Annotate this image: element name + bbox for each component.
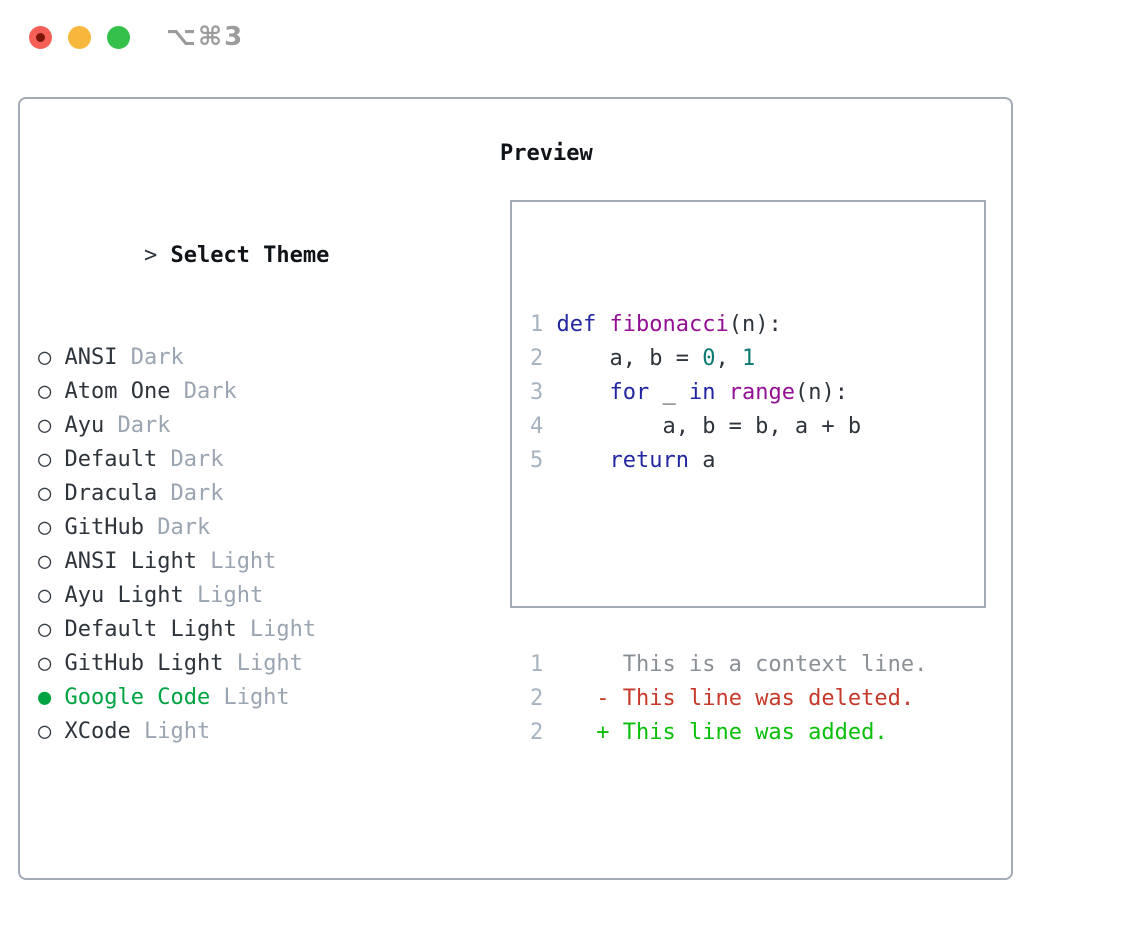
theme-name: Ayu Light	[64, 583, 184, 608]
radio-unselected-icon: ○	[38, 617, 65, 642]
code-line: 3 for _ in range(n):	[530, 380, 848, 405]
radio-selected-icon: ●	[38, 685, 65, 710]
theme-variant: Light	[183, 583, 264, 608]
theme-option-ansi-light-light[interactable]: ○ ANSI Light Light	[38, 545, 409, 579]
theme-option-dracula-dark[interactable]: ○ Dracula Dark	[38, 477, 409, 511]
minimize-button[interactable]	[68, 26, 91, 49]
code-line: 5 return a	[530, 448, 716, 473]
zoom-button[interactable]	[107, 26, 130, 49]
theme-variant: Light	[236, 617, 317, 642]
theme-name: XCode	[64, 719, 131, 744]
line-number: 1	[530, 652, 557, 677]
code-line: 4 a, b = b, a + b	[530, 414, 862, 439]
preview-heading: Preview	[500, 141, 593, 166]
code-preview: 1 def fibonacci(n): 2 a, b = 0, 1 3 for _ …	[530, 308, 984, 478]
close-button[interactable]	[29, 26, 52, 49]
theme-name: Default Light	[64, 617, 237, 642]
diff-preview: 1 This is a context line. 2 - This line w…	[530, 648, 984, 750]
radio-unselected-icon: ○	[38, 651, 65, 676]
line-number: 1	[530, 312, 557, 337]
theme-option-google-code-light[interactable]: ● Google Code Light	[38, 681, 409, 715]
theme-option-default-dark[interactable]: ○ Default Dark	[38, 443, 409, 477]
select-theme-heading: > Select Theme	[38, 205, 409, 268]
theme-option-ayu-light-light[interactable]: ○ Ayu Light Light	[38, 579, 409, 613]
theme-variant: Dark	[117, 345, 184, 370]
radio-unselected-icon: ○	[38, 583, 65, 608]
spacer	[38, 851, 409, 885]
diff-line: 2 - This line was deleted.	[530, 686, 915, 711]
radio-unselected-icon: ○	[38, 379, 65, 404]
theme-picker-panel: >Select Theme ○ ANSI Dark○ Atom One Dark…	[18, 97, 1013, 880]
theme-name: Dracula	[64, 481, 158, 506]
theme-variant: Light	[210, 685, 290, 710]
theme-variant: Light	[130, 719, 211, 744]
theme-name: ANSI Light	[64, 549, 197, 574]
theme-option-default-light-light[interactable]: ○ Default Light Light	[38, 613, 409, 647]
radio-unselected-icon: ○	[38, 345, 65, 370]
theme-list: ○ ANSI Dark○ Atom One Dark○ Ayu Dark○ De…	[38, 341, 409, 749]
line-number: 5	[530, 448, 557, 473]
window-controls	[29, 26, 130, 49]
theme-name: ANSI	[64, 345, 118, 370]
theme-option-xcode-light[interactable]: ○ XCode Light	[38, 715, 409, 749]
spacer	[530, 546, 984, 580]
sidebar: >Select Theme ○ ANSI Dark○ Atom One Dark…	[38, 137, 409, 934]
line-number: 2	[530, 686, 557, 711]
theme-option-atom-one-dark[interactable]: ○ Atom One Dark	[38, 375, 409, 409]
theme-option-ansi-dark[interactable]: ○ ANSI Dark	[38, 341, 409, 375]
theme-option-github-dark[interactable]: ○ GitHub Dark	[38, 511, 409, 545]
theme-name: GitHub Light	[64, 651, 224, 676]
theme-variant: Dark	[104, 413, 171, 438]
diff-line: 1 This is a context line.	[530, 652, 928, 677]
radio-unselected-icon: ○	[38, 719, 65, 744]
line-number: 2	[530, 346, 557, 371]
close-dot-icon	[36, 33, 45, 42]
line-number: 4	[530, 414, 557, 439]
select-theme-label: Select Theme	[170, 243, 330, 268]
theme-variant: Light	[223, 651, 303, 676]
radio-unselected-icon: ○	[38, 413, 65, 438]
theme-name: Google Code	[64, 685, 211, 710]
theme-name: Default	[64, 447, 158, 472]
line-number: 3	[530, 380, 557, 405]
theme-name: Ayu	[64, 413, 105, 438]
selection-cursor-icon: >	[143, 243, 158, 268]
theme-variant: Dark	[157, 481, 224, 506]
theme-variant: Dark	[143, 515, 211, 540]
preview-pane: 1 def fibonacci(n): 2 a, b = 0, 1 3 for _ …	[510, 200, 986, 745]
theme-variant: Dark	[170, 379, 237, 404]
code-line: 2 a, b = 0, 1	[530, 346, 756, 371]
theme-option-github-light-light[interactable]: ○ GitHub Light Light	[38, 647, 409, 681]
radio-unselected-icon: ○	[38, 549, 65, 574]
theme-option-ayu-dark[interactable]: ○ Ayu Dark	[38, 409, 409, 443]
theme-name: Atom One	[64, 379, 171, 404]
theme-name: GitHub	[64, 515, 144, 540]
radio-unselected-icon: ○	[38, 515, 65, 540]
code-line: 1 def fibonacci(n):	[530, 312, 782, 337]
radio-unselected-icon: ○	[38, 447, 65, 472]
window-shortcut-label: ⌥⌘3	[166, 22, 245, 52]
diff-line: 2 + This line was added.	[530, 720, 888, 745]
theme-variant: Light	[196, 549, 277, 574]
line-number: 2	[530, 720, 557, 745]
theme-variant: Dark	[157, 447, 224, 472]
radio-unselected-icon: ○	[38, 481, 65, 506]
